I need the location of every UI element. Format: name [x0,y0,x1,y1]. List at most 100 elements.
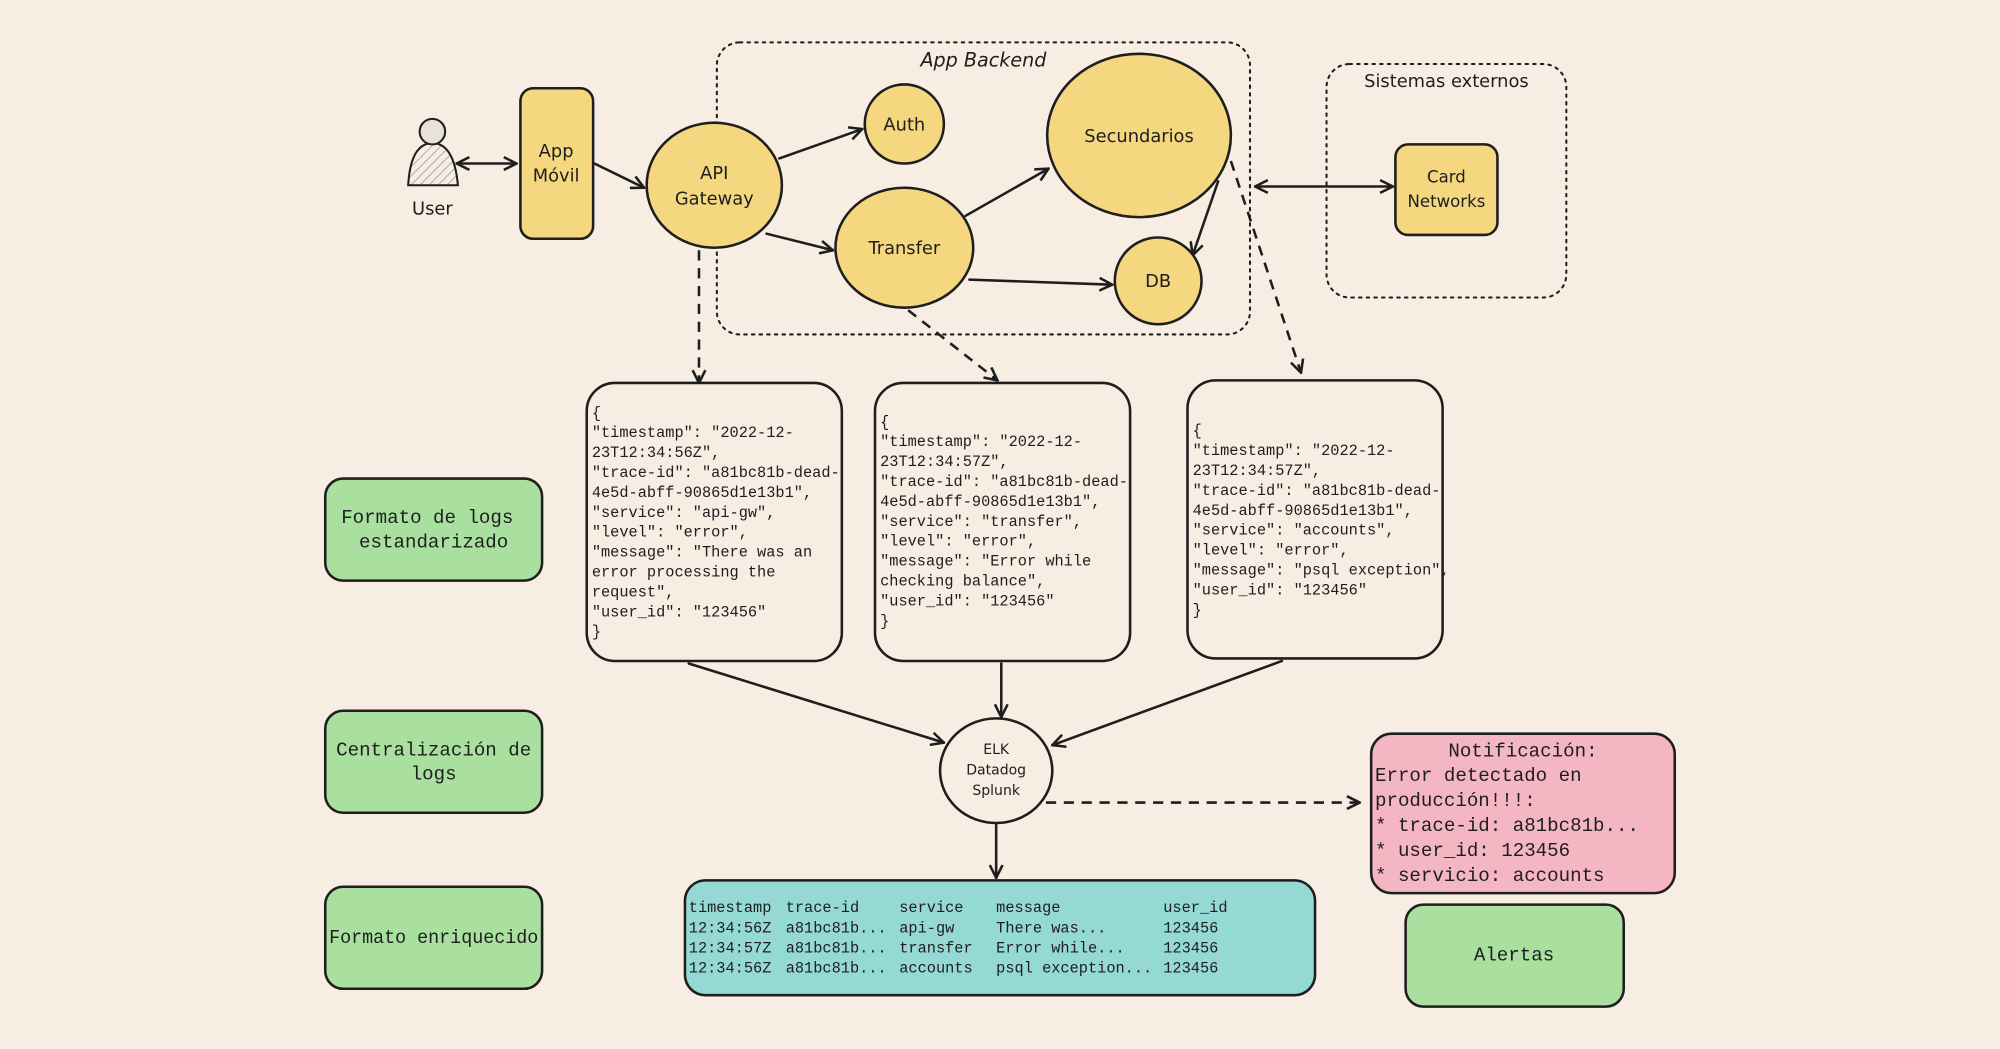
log-line: 4e5d-abff-90865d1e13b1", [1193,502,1413,520]
table-cell: 123456 [1163,959,1218,977]
table-cell: There was... [996,920,1106,938]
aggregator-label: ELK [983,742,1010,758]
table-cell: a81bc81b... [786,940,887,958]
transfer-log-arrow [907,309,997,380]
log-line: "user_id": "123456" [1193,581,1367,599]
table-cell: a81bc81b... [786,920,887,938]
log-line: "trace-id": "a81bc81b-dead- [1193,482,1441,500]
api-gateway-label: API [700,163,728,184]
db-label: DB [1145,271,1171,292]
log-box-transfer [873,381,1132,663]
db-node[interactable]: DB [1113,236,1203,326]
transfer-label: Transfer [867,238,940,259]
notification-line: Error detectado en [1375,765,1582,787]
table-header-cell: service [899,899,963,917]
table-cell: a81bc81b... [786,959,887,977]
app-movil-label: App [539,141,574,162]
log-line: checking balance", [880,572,1045,590]
log-box-api-gw [585,381,844,663]
app-gateway-arrow [593,162,644,188]
auth-label: Auth [883,114,925,135]
aggregator-label: Splunk [972,783,1020,799]
log-line: "service": "transfer", [880,513,1082,531]
secundarios-db-arrow [1193,180,1220,255]
table-cell: 12:34:57Z [689,940,772,958]
log-line: "timestamp": "2022-12- [592,424,794,442]
log3-elk-arrow [1052,659,1284,745]
log1-elk-arrow [687,662,944,743]
log-line: { [880,413,889,431]
notification-line: * trace-id: a81bc81b... [1375,815,1639,837]
stage-standard-format: Formato de logs estandarizado [323,477,544,582]
table-cell: 12:34:56Z [689,920,772,938]
table-cell: 123456 [1163,940,1218,958]
stage-label: estandarizado [359,531,508,553]
log-line: "level": "error", [592,524,748,542]
log-text-accounts: { "timestamp": "2022-12- 23T12:34:57Z", "tr… [1193,422,1450,619]
app-movil-node[interactable]: App Móvil [519,87,595,241]
secundarios-label: Secundarios [1084,126,1194,147]
log-line: { [1193,422,1202,440]
table-cell: psql exception... [996,959,1152,977]
table-header-cell: user_id [1163,899,1227,917]
stage-enriched-format: Formato enriquecido [323,885,544,991]
log-line: "trace-id": "a81bc81b-dead- [880,473,1128,491]
card-networks-label: Card [1427,168,1466,187]
secundarios-node[interactable]: Secundarios [1045,52,1233,219]
log-text-transfer: { "timestamp": "2022-12- 23T12:34:57Z", "tr… [880,413,1128,630]
log-line: 23T12:34:57Z", [1193,462,1322,480]
table-cell: 12:34:56Z [689,959,772,977]
log-line: 23T12:34:57Z", [880,453,1009,471]
table-cell: 123456 [1163,920,1218,938]
log-line: "message": "Error while [880,553,1091,571]
stage-label: Formato de logs [341,507,513,529]
app-backend-group [715,41,1252,336]
log-line: "user_id": "123456" [592,603,766,621]
alerts-box: Alertas [1404,903,1625,1008]
transfer-secundarios-arrow [964,169,1049,218]
log-line: request", [592,583,675,601]
log-line: 23T12:34:56Z", [592,444,721,462]
auth-node[interactable]: Auth [863,83,946,165]
log-line: 4e5d-abff-90865d1e13b1", [592,484,812,502]
log-line: "level": "error", [1193,542,1349,560]
card-networks-label: Networks [1407,192,1485,211]
log-line: "service": "accounts", [1193,522,1395,540]
connections [455,129,1395,880]
stage-label: logs [411,764,457,786]
log-box-accounts [1186,379,1444,660]
aggregator-node[interactable]: ELK Datadog Splunk [938,717,1054,825]
log-line: "user_id": "123456" [880,592,1054,610]
log-text-api-gw: {"timestamp": "2022-12-23T12:34:56Z","tr… [592,404,840,641]
external-systems-label: Sistemas externos [1364,71,1529,92]
log-line: "timestamp": "2022-12- [880,433,1082,451]
app-backend-label: App Backend [918,49,1047,72]
enriched-log-table [683,879,1317,997]
card-networks-node[interactable]: Card Networks [1394,143,1499,237]
notification-line: producción!!!: [1375,790,1536,812]
gateway-transfer-arrow [765,232,833,251]
log-line: "message": "There was an [592,544,812,562]
table-header-cell: timestamp [689,899,772,917]
table-cell: api-gw [899,920,955,938]
log-line: "message": "psql exception", [1193,561,1450,579]
notification-line: * user_id: 123456 [1375,840,1570,862]
notification-body: Error detectado en producción!!!: * trace-… [1375,765,1639,887]
stage-label: Formato enriquecido [329,927,538,949]
app-movil-label: Móvil [533,165,580,186]
log-line: "timestamp": "2022-12- [1193,442,1395,460]
log-line: "trace-id": "a81bc81b-dead- [592,464,840,482]
log-line: } [1193,601,1202,619]
person-icon [407,117,460,187]
aggregator-label: Datadog [966,763,1026,779]
secundarios-log-arrow [1229,160,1301,373]
stage-label: Centralización de [336,739,531,761]
table-header-cell: trace-id [786,899,859,917]
api-gateway-node[interactable]: API Gateway [645,121,784,249]
table-cell: transfer [899,940,972,958]
table-cell: accounts [899,959,972,977]
transfer-node[interactable]: Transfer [834,186,975,309]
